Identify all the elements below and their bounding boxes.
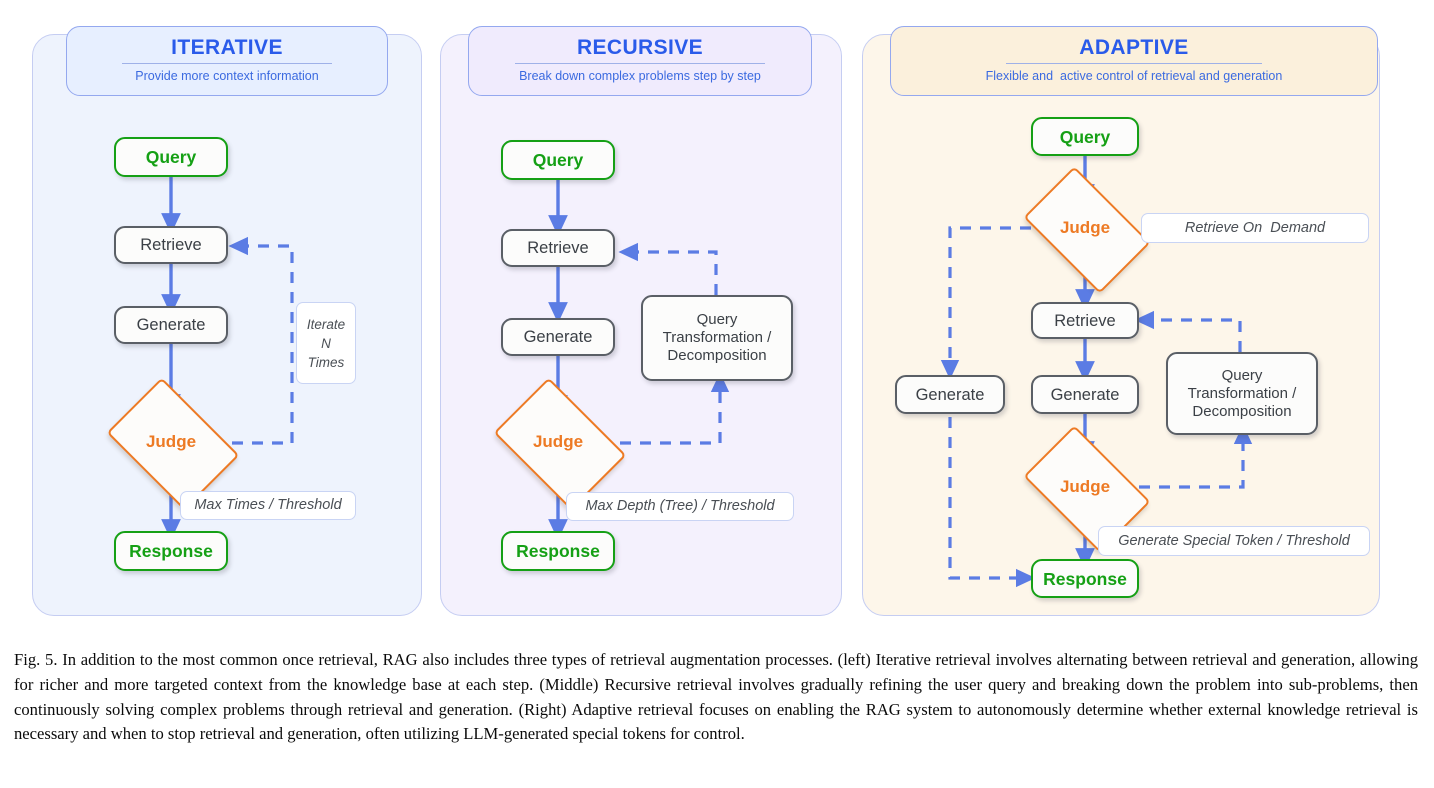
node-response-adaptive[interactable]: Response [1031,559,1139,598]
panel-header-recursive: RECURSIVE Break down complex problems st… [468,26,812,96]
annotation-retrieve-on-demand: Retrieve On Demand [1141,213,1369,243]
node-query-iterative[interactable]: Query [114,137,228,177]
panel-title-recursive: RECURSIVE [576,36,704,59]
panel-title-adaptive: ADAPTIVE [1079,36,1189,59]
node-retrieve-recursive[interactable]: Retrieve [501,229,615,267]
node-generate-iterative[interactable]: Generate [114,306,228,344]
panel-header-adaptive: ADAPTIVE Flexible and active control of … [890,26,1378,96]
node-retrieve-adaptive[interactable]: Retrieve [1031,302,1139,339]
title-divider [122,63,332,64]
node-retrieve-iterative[interactable]: Retrieve [114,226,228,264]
figure-number: Fig. 5. [14,650,58,669]
node-query-adaptive[interactable]: Query [1031,117,1139,156]
panel-title-iterative: ITERATIVE [171,36,283,59]
title-divider [515,63,765,64]
node-query-transformation-recursive[interactable]: Query Transformation / Decomposition [641,295,793,381]
panel-subtitle-adaptive: Flexible and active control of retrieval… [985,69,1283,83]
figure-caption: Fig. 5. In addition to the most common o… [14,648,1418,747]
annotation-generate-special-token: Generate Special Token / Threshold [1098,526,1370,556]
panel-header-iterative: ITERATIVE Provide more context informati… [66,26,388,96]
annotation-max-depth-threshold: Max Depth (Tree) / Threshold [566,492,794,521]
figure-caption-text: In addition to the most common once retr… [14,650,1418,744]
node-generate-recursive[interactable]: Generate [501,318,615,356]
node-judge-top-adaptive[interactable]: Judge [1023,166,1151,294]
panel-subtitle-recursive: Break down complex problems step by step [519,69,761,83]
node-judge-recursive[interactable]: Judge [493,377,627,511]
node-query-transformation-adaptive[interactable]: Query Transformation / Decomposition [1166,352,1318,435]
annotation-iterate-n-times: Iterate N Times [296,302,356,384]
node-response-iterative[interactable]: Response [114,531,228,571]
panel-subtitle-iterative: Provide more context information [135,69,319,83]
node-generate-center-adaptive[interactable]: Generate [1031,375,1139,414]
node-response-recursive[interactable]: Response [501,531,615,571]
title-divider [1006,63,1262,64]
annotation-max-times-threshold: Max Times / Threshold [180,491,356,520]
node-judge-bottom-adaptive[interactable]: Judge [1023,425,1151,553]
node-judge-iterative[interactable]: Judge [106,377,240,511]
node-generate-left-adaptive[interactable]: Generate [895,375,1005,414]
node-query-recursive[interactable]: Query [501,140,615,180]
